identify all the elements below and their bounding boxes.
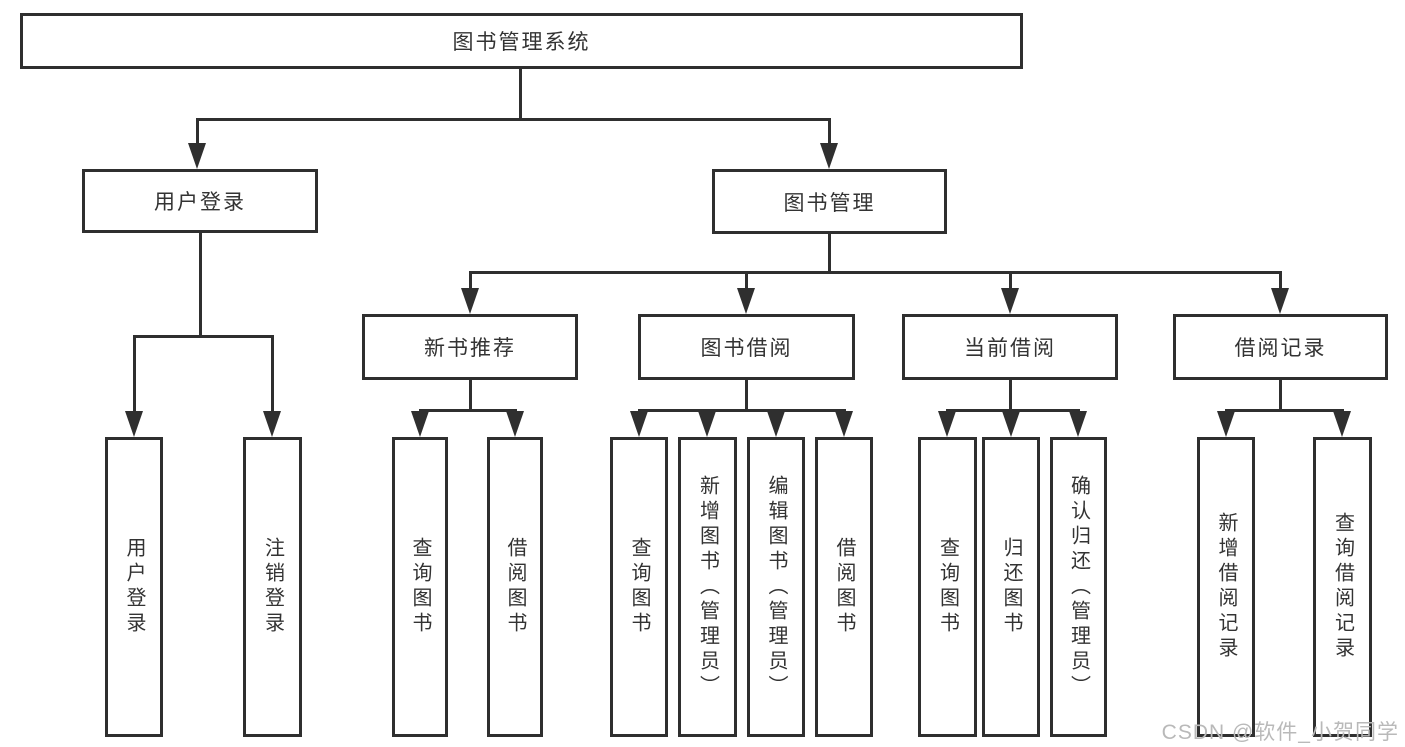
arrowhead-down-icon (1002, 411, 1020, 437)
connector-borrow-records-split (1225, 409, 1344, 412)
connector-user-login-stem (199, 232, 202, 336)
connector-to-leaf-logout (271, 335, 274, 413)
leaf-bb-edit-books-admin: 编辑图书（管理员） (747, 437, 805, 737)
leaf-cb-return-books: 归还图书 (982, 437, 1040, 737)
leaf-br-add-record: 新增借阅记录 (1197, 437, 1255, 737)
arrowhead-down-icon (698, 411, 716, 437)
arrowhead-down-icon (1333, 411, 1351, 437)
connector-current-borrow-split (946, 409, 1080, 412)
connector-book-management-split (469, 271, 1282, 274)
arrowhead-down-icon (938, 411, 956, 437)
connector-root-stem (519, 69, 522, 119)
connector-book-borrow-split (638, 409, 846, 412)
arrowhead-down-icon (188, 143, 206, 169)
watermark: CSDN @软件_小贺同学 (1161, 721, 1399, 744)
node-book-borrowing: 图书借阅 (638, 314, 855, 380)
leaf-cb-confirm-return-admin: 确认归还（管理员） (1050, 437, 1107, 737)
leaf-bb-query-books: 查询图书 (610, 437, 668, 737)
arrowhead-down-icon (506, 411, 524, 437)
arrowhead-down-icon (125, 411, 143, 437)
leaf-bb-borrow-books: 借阅图书 (815, 437, 873, 737)
arrowhead-down-icon (461, 288, 479, 314)
connector-to-borrow-records (1279, 271, 1282, 291)
node-book-management: 图书管理 (712, 169, 947, 234)
arrowhead-down-icon (820, 143, 838, 169)
arrowhead-down-icon (1001, 288, 1019, 314)
connector-to-leaf-user-login (133, 335, 136, 413)
connector-to-book-management (828, 118, 831, 146)
arrowhead-down-icon (263, 411, 281, 437)
connector-to-new-book (469, 271, 472, 291)
node-new-book-recommendation: 新书推荐 (362, 314, 578, 380)
arrowhead-down-icon (411, 411, 429, 437)
node-user-login: 用户登录 (82, 169, 318, 233)
arrowhead-down-icon (835, 411, 853, 437)
node-current-borrowing: 当前借阅 (902, 314, 1118, 380)
arrowhead-down-icon (767, 411, 785, 437)
arrowhead-down-icon (1217, 411, 1235, 437)
connector-to-current-borrow (1009, 271, 1012, 291)
connector-current-borrow-stem (1009, 380, 1012, 412)
arrowhead-down-icon (1271, 288, 1289, 314)
connector-root-split (196, 118, 831, 121)
leaf-nb-query-books: 查询图书 (392, 437, 448, 737)
connector-new-book-stem (469, 380, 472, 412)
connector-to-book-borrow (745, 271, 748, 291)
connector-borrow-records-stem (1279, 380, 1282, 412)
arrowhead-down-icon (630, 411, 648, 437)
connector-book-borrow-stem (745, 380, 748, 412)
leaf-cb-query-books: 查询图书 (918, 437, 977, 737)
connector-new-book-split (419, 409, 517, 412)
node-borrowing-records: 借阅记录 (1173, 314, 1388, 380)
connector-user-login-split (133, 335, 274, 338)
arrowhead-down-icon (1069, 411, 1087, 437)
leaf-bb-add-books-admin: 新增图书（管理员） (678, 437, 737, 737)
connector-to-user-login (196, 118, 199, 146)
arrowhead-down-icon (737, 288, 755, 314)
leaf-user-login: 用户登录 (105, 437, 163, 737)
node-library-management-system: 图书管理系统 (20, 13, 1023, 69)
connector-book-management-stem (828, 234, 831, 274)
leaf-nb-borrow-books: 借阅图书 (487, 437, 543, 737)
leaf-logout: 注销登录 (243, 437, 302, 737)
leaf-br-query-record: 查询借阅记录 (1313, 437, 1372, 737)
